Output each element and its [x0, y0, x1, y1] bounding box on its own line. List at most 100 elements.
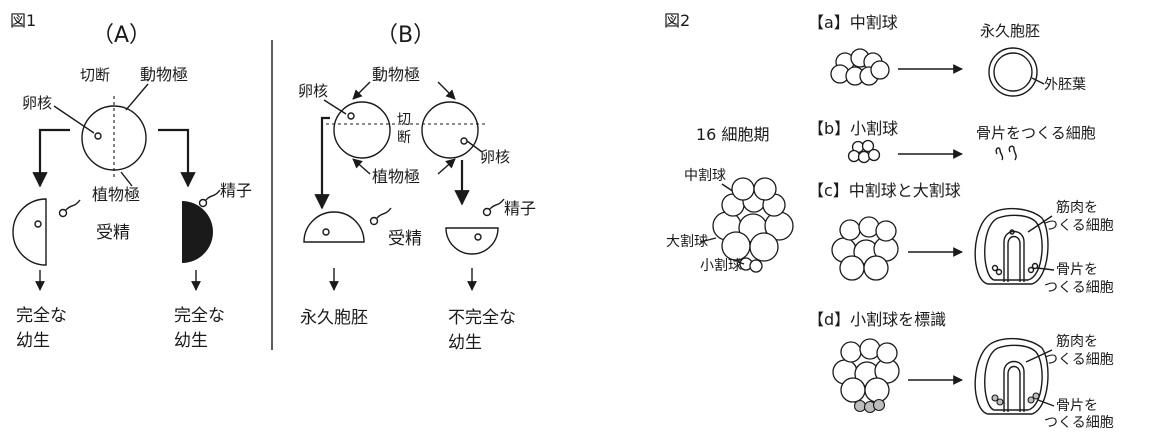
- fig1-title: 図1: [10, 11, 36, 30]
- arrow-a-right: [158, 128, 196, 188]
- panel-b-title: （B）: [376, 23, 435, 48]
- nucleus-pointer: [53, 105, 95, 134]
- half-egg-a-right: [182, 201, 213, 263]
- exp-d-skeleton-pointer: [1037, 399, 1055, 407]
- experiment-b: 【b】小割球 骨片をつくる細胞: [808, 119, 1096, 164]
- exp-c-skeleton-pointer: [1036, 267, 1055, 271]
- exp-c-skeleton-1: 骨片を: [1056, 262, 1098, 278]
- arrow-a-left: [32, 128, 70, 188]
- sperm-a-left-head: [58, 208, 68, 218]
- nucleus-right-pointer: [466, 140, 483, 153]
- experiment-d: 【d】小割球を標識 筋肉を つくる細胞 骨片を: [808, 310, 1114, 431]
- panel-a-nucleus-label: 卵核: [22, 94, 52, 112]
- result-a-left-1: 完全な: [16, 306, 67, 326]
- exp-c-skeleton-2: つくる細胞: [1044, 280, 1114, 296]
- panel-b-cut-label-2: 断: [397, 130, 411, 146]
- exp-b-result: 骨片をつくる細胞: [976, 124, 1096, 142]
- exp-d-skeleton-2: つくる細胞: [1044, 415, 1114, 431]
- panel-b-sperm-label: 精子: [504, 199, 536, 218]
- egg-b-left-nucleus: [347, 112, 355, 120]
- half-egg-b-bottom-nucleus: [474, 233, 482, 241]
- exp-a-result-side: 外胚葉: [1044, 77, 1086, 93]
- exp-d-muscle-2: つくる細胞: [1044, 352, 1114, 368]
- exp-c-muscle-1: 筋肉を: [1056, 199, 1098, 216]
- exp-b-label: 【b】小割球: [808, 119, 898, 138]
- half-egg-a-left: [12, 198, 47, 266]
- panel-b-vegetal-pole-label: 植物極: [372, 167, 420, 186]
- vegetal-pole-pointer: [120, 171, 133, 187]
- exp-d-label: 【d】小割球を標識: [808, 310, 946, 329]
- panel-a-fertilization-label: 受精: [96, 223, 130, 243]
- exp-c-cells: [831, 216, 899, 281]
- gastrula-d: [974, 337, 1049, 415]
- exp-d-skeleton-1: 骨片を: [1056, 398, 1098, 414]
- animal-pole-pointer: [125, 83, 149, 111]
- result-b-right-1: 不完全な: [448, 308, 516, 328]
- sperm-b-right-head: [482, 207, 492, 217]
- sperm-a-right-head: [198, 198, 208, 208]
- panel-b-animal-pole-label: 動物極: [372, 65, 420, 84]
- panel-b-nucleus-left-label: 卵核: [298, 82, 328, 100]
- exp-d-muscle-pointer: [1025, 349, 1053, 363]
- micro-label: 小割球: [700, 257, 742, 274]
- panel-b-nucleus-right-label: 卵核: [480, 148, 510, 166]
- exp-b-cells: [847, 139, 881, 164]
- sperm-a-right-tail: [205, 189, 221, 201]
- fig2-title: 図2: [664, 11, 690, 30]
- sperm-a-left-tail: [65, 199, 81, 211]
- experiment-c: 【c】中割球と大割球 筋肉を つくる細胞 骨片を つくる細胞: [808, 181, 1114, 296]
- blastula-inner: [993, 52, 1033, 92]
- half-egg-b-top-nucleus: [322, 228, 330, 236]
- egg-b-left: [333, 101, 391, 159]
- blastula-outer: [988, 47, 1038, 97]
- exp-d-muscle-1: 筋肉を: [1056, 333, 1098, 350]
- stage-label: 16 細胞期: [696, 125, 769, 144]
- half-egg-a-left-nucleus: [34, 220, 42, 228]
- exp-c-label: 【c】中割球と大割球: [808, 181, 961, 200]
- sperm-b-left-head: [369, 216, 379, 226]
- panel-a-cut-label: 切断: [80, 66, 110, 84]
- animal-pole-arrow-left: [352, 81, 371, 100]
- animal-pole-arrow-right: [437, 81, 456, 100]
- sixteen-cell-embryo: 16 細胞期 中割球 大割球 小割球: [666, 125, 794, 274]
- fig1-panel-a: （A） 切断 動物極 卵核 植物極 受精 精子 完全な 幼生 完全な 幼生: [12, 23, 252, 351]
- result-b-right-2: 幼生: [448, 333, 482, 353]
- vegetal-pole-arrow-right: [437, 158, 456, 175]
- result-b-left: 永久胞胚: [300, 308, 368, 328]
- arrow-b-left: [314, 116, 330, 210]
- panel-a-sperm-label: 精子: [220, 181, 252, 200]
- ectoderm-pointer: [1031, 77, 1045, 85]
- exp-d-cells: [832, 338, 900, 414]
- result-a-right-1: 完全な: [174, 306, 225, 326]
- result-a-right-2: 幼生: [174, 331, 208, 351]
- sperm-b-right-tail: [489, 198, 505, 210]
- exp-c-muscle-pointer: [1027, 215, 1053, 233]
- exp-a-label: 【a】中割球: [808, 13, 898, 32]
- fig1-panel-b: （B） 動物極 卵核 切 断 卵核 植物極 受精 精子 永久胞胚 不完全な: [298, 23, 536, 353]
- panel-a-vegetal-pole-label: 植物極: [92, 185, 140, 204]
- spicules-icon: [995, 145, 1017, 161]
- exp-a-cells: [830, 48, 890, 86]
- micro-pointer: [737, 261, 745, 265]
- egg-b-right-nucleus: [460, 137, 468, 145]
- panel-b-cut-label-1: 切: [397, 112, 411, 128]
- panel-a-animal-pole-label: 動物極: [140, 65, 188, 84]
- macro-label: 大割球: [666, 233, 708, 250]
- macro-pointer: [699, 237, 717, 243]
- gastrula-c: [974, 207, 1049, 285]
- exp-c-muscle-2: つくる細胞: [1044, 218, 1114, 234]
- panel-b-fertilization-label: 受精: [388, 229, 422, 249]
- half-egg-b-bottom: [445, 227, 499, 255]
- sperm-b-left-tail: [376, 207, 392, 219]
- panel-a-title: （A）: [92, 23, 151, 48]
- vegetal-pole-arrow-left: [352, 158, 371, 175]
- egg-b-right: [421, 101, 479, 159]
- experiment-a: 【a】中割球 永久胞胚 外胚葉: [808, 13, 1086, 97]
- egg-a-nucleus: [94, 132, 102, 140]
- result-a-left-2: 幼生: [16, 331, 50, 351]
- half-egg-b-top: [303, 211, 365, 243]
- meso-label: 中割球: [684, 167, 726, 184]
- exp-a-result-top: 永久胞胚: [980, 22, 1040, 40]
